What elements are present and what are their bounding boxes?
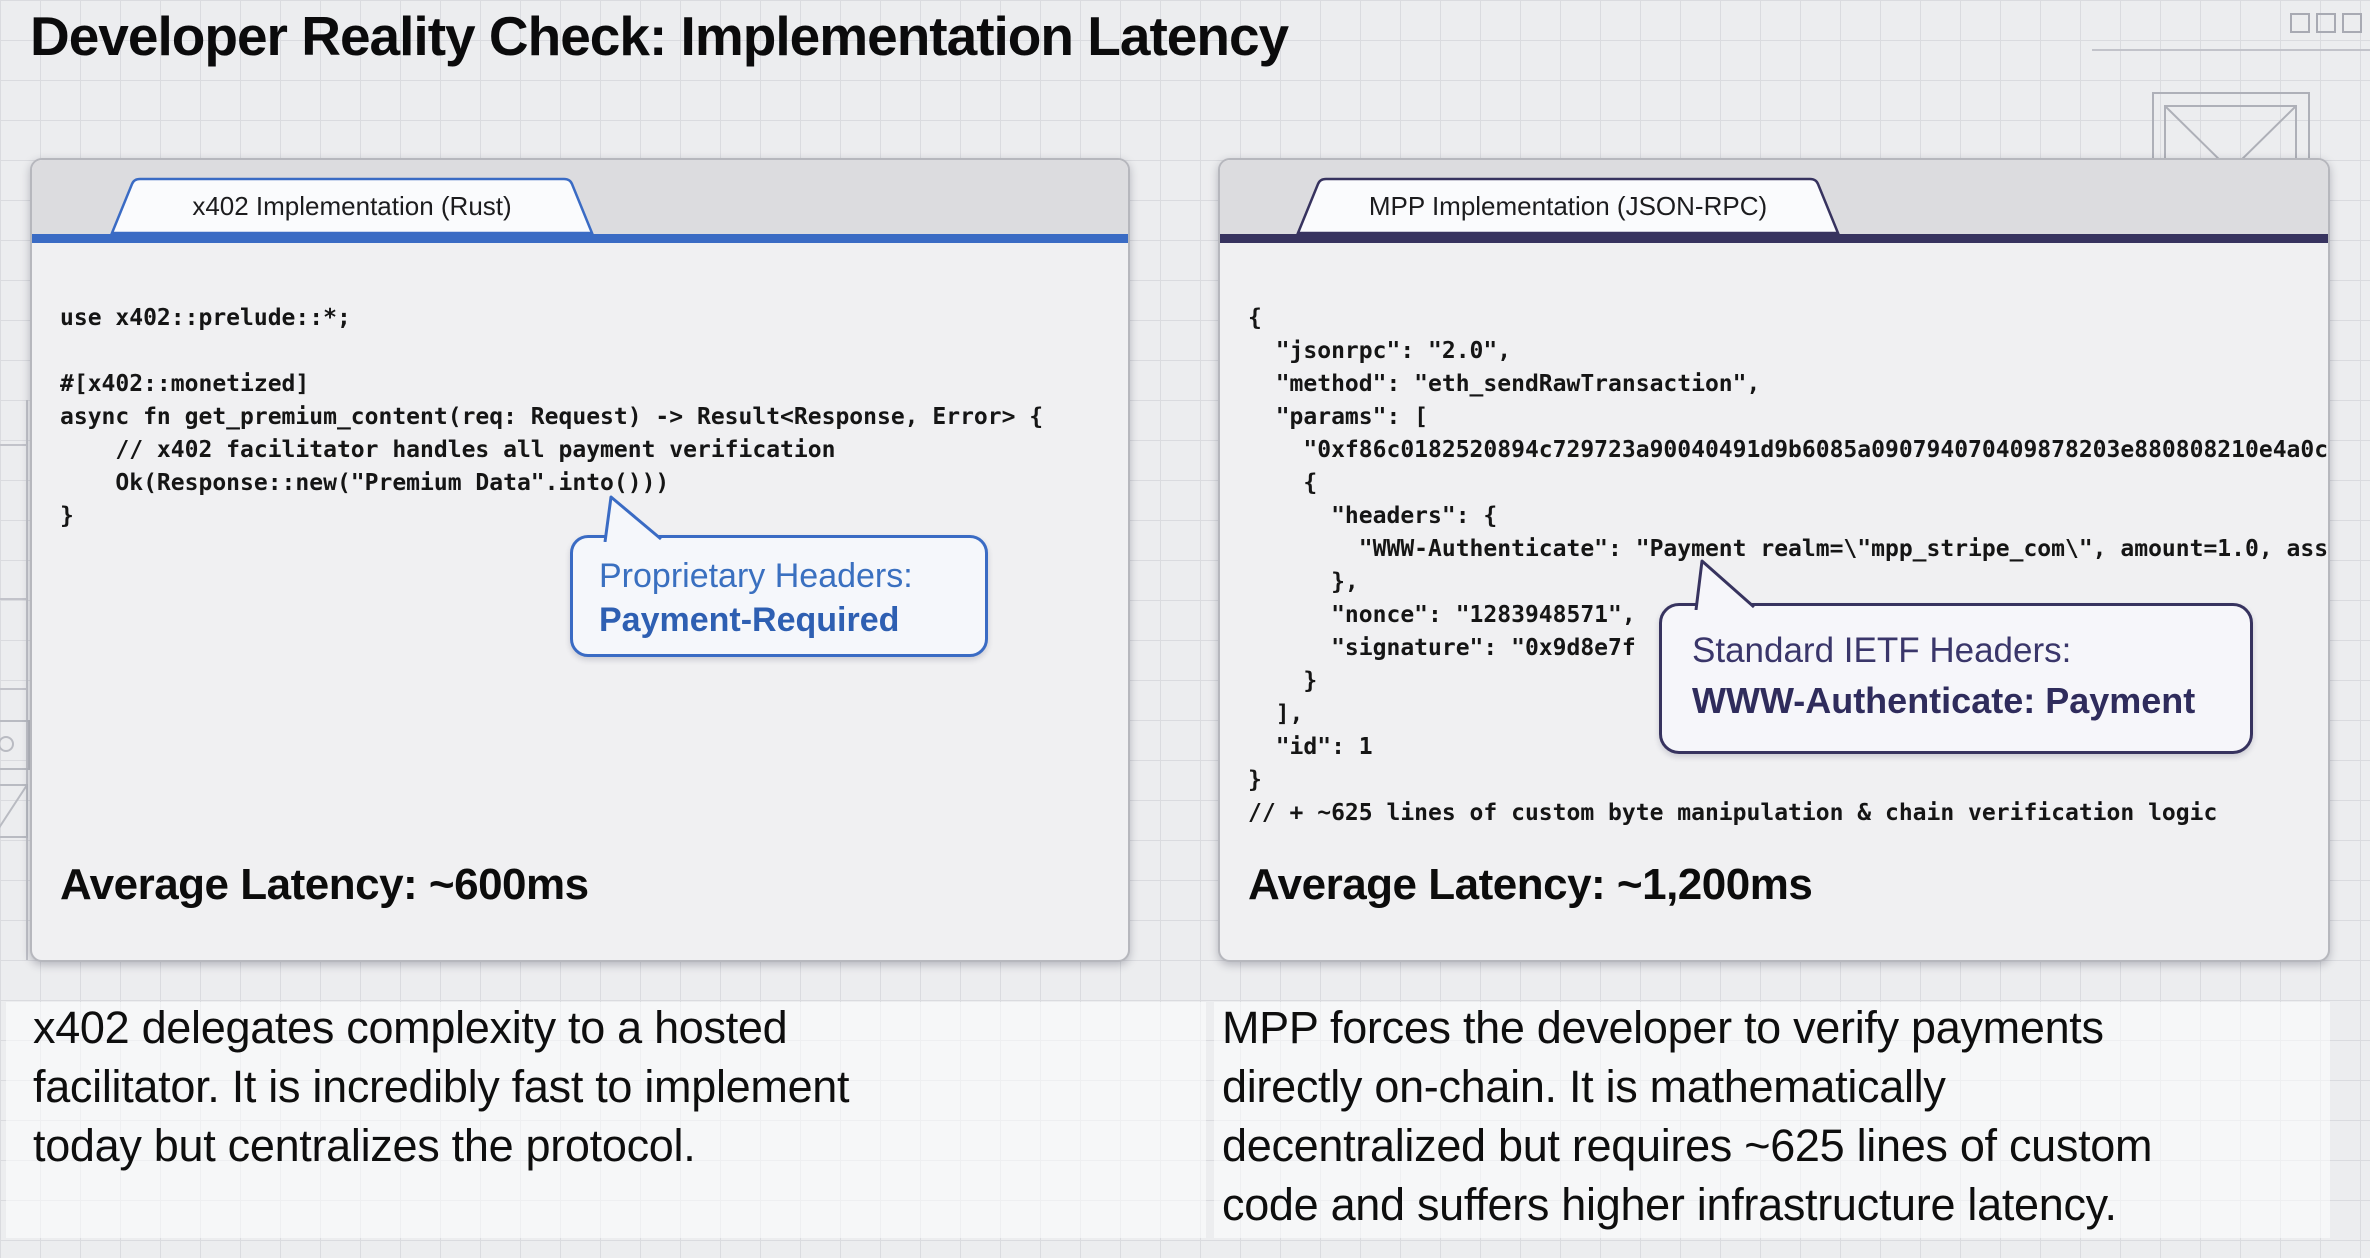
tab-shape bbox=[110, 177, 594, 234]
mpp-panel: MPP Implementation (JSON-RPC) { "jsonrpc… bbox=[1218, 158, 2330, 962]
tab-label: x402 Implementation (Rust) bbox=[192, 191, 512, 221]
callout-proprietary-headers: Proprietary Headers: Payment-Required bbox=[570, 495, 988, 657]
tab-x402-implementation[interactable]: x402 Implementation (Rust) bbox=[104, 176, 600, 234]
left-edge-sketch-diagonal-box bbox=[0, 784, 28, 838]
x402-panel: x402 Implementation (Rust) use x402::pre… bbox=[30, 158, 1130, 962]
accent-underline bbox=[32, 234, 1128, 243]
description-backdrop bbox=[1214, 1002, 2330, 1238]
tab-shape bbox=[1296, 177, 1840, 234]
callout-line2: WWW-Authenticate: Payment bbox=[1692, 680, 2196, 721]
tab-label: MPP Implementation (JSON-RPC) bbox=[1368, 191, 1768, 221]
description-x402: x402 delegates complexity to a hosted fa… bbox=[33, 1002, 850, 1171]
tab-mpp-implementation[interactable]: MPP Implementation (JSON-RPC) bbox=[1290, 176, 1846, 234]
callout-line1: Proprietary Headers: bbox=[599, 557, 913, 595]
description-mpp: MPP forces the developer to verify payme… bbox=[1222, 1002, 2153, 1230]
left-edge-sketch-line bbox=[0, 444, 26, 446]
mpp-panel-header: MPP Implementation (JSON-RPC) bbox=[1220, 160, 2328, 243]
left-edge-sketch-line bbox=[26, 400, 28, 960]
latency-mpp: Average Latency: ~1,200ms bbox=[1248, 860, 1813, 909]
accent-underline bbox=[1220, 234, 2328, 243]
callout-ietf-headers: Standard IETF Headers: WWW-Authenticate:… bbox=[1659, 559, 2253, 754]
wireframe-window-control-square-icon bbox=[2342, 13, 2362, 33]
callout-line2: Payment-Required bbox=[599, 601, 900, 639]
description-backdrop bbox=[6, 1002, 1206, 1238]
callout-tail-icon bbox=[603, 495, 662, 542]
callout-line1: Standard IETF Headers: bbox=[1692, 631, 2072, 670]
code-block-x402: use x402::prelude::*; #[x402::monetized]… bbox=[60, 305, 1044, 529]
code-block-mpp: { "jsonrpc": "2.0", "method": "eth_sendR… bbox=[1248, 305, 2329, 826]
wireframe-window-divider bbox=[2092, 49, 2370, 51]
left-edge-sketch-line bbox=[0, 688, 26, 690]
page-title: Developer Reality Check: Implementation … bbox=[30, 5, 1289, 67]
wireframe-window-control-square-icon bbox=[2290, 13, 2310, 33]
latency-x402: Average Latency: ~600ms bbox=[60, 860, 589, 909]
left-edge-sketch-circle-icon bbox=[0, 736, 14, 752]
x402-panel-header: x402 Implementation (Rust) bbox=[32, 160, 1128, 243]
wireframe-window-control-square-icon bbox=[2316, 13, 2336, 33]
left-edge-sketch-line bbox=[0, 598, 26, 600]
callout-tail-icon bbox=[1694, 559, 1755, 610]
left-edge-sketch-box bbox=[0, 720, 30, 770]
